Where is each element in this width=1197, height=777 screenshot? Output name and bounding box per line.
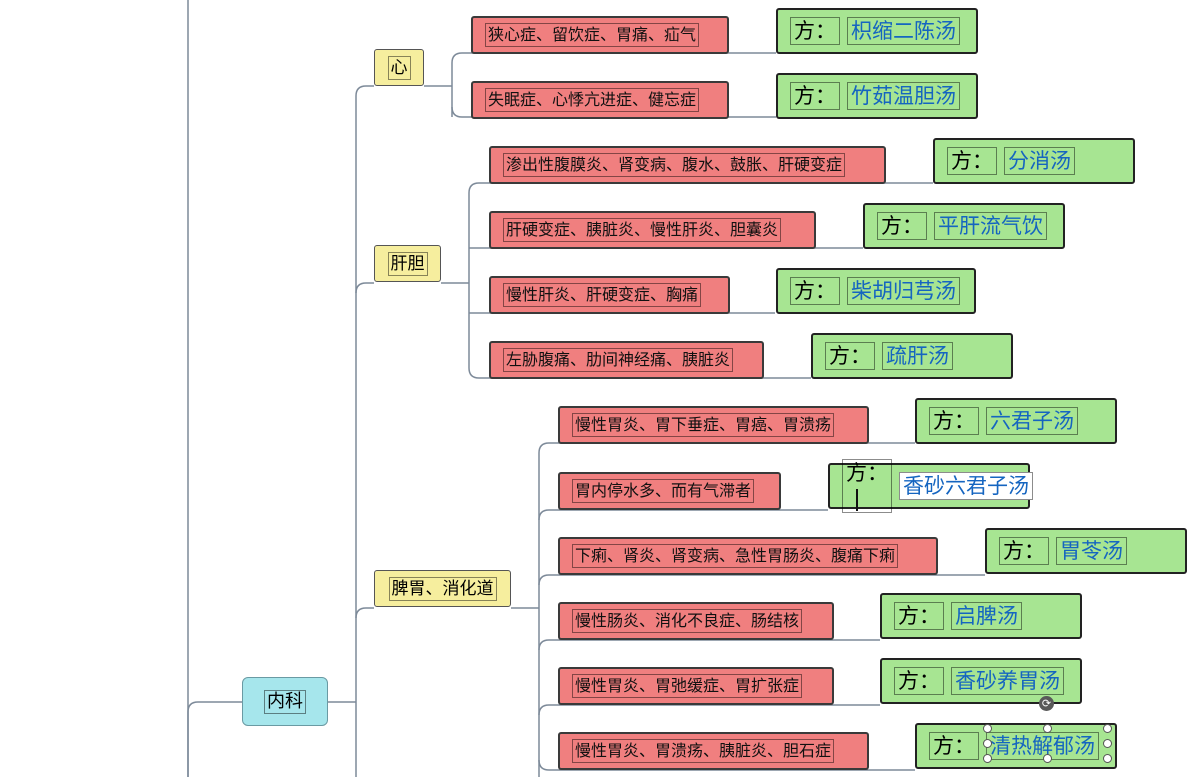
symptom-node[interactable]: 左胁腹痛、肋间神经痛、胰脏炎 bbox=[489, 341, 764, 379]
symptom-label: 慢性肝炎、肝硬变症、胸痛 bbox=[503, 283, 702, 307]
formula-prefix: 方： bbox=[790, 277, 840, 305]
symptom-label: 失眠症、心悸亢进症、健忘症 bbox=[485, 88, 700, 112]
category-label: 心 bbox=[387, 55, 411, 80]
formula-name: 竹茹温胆汤 bbox=[847, 82, 960, 110]
resize-handle[interactable] bbox=[1103, 724, 1112, 733]
resize-handle[interactable] bbox=[1103, 754, 1112, 763]
formula-name: 胃苓汤 bbox=[1056, 537, 1127, 565]
formula-node[interactable]: 方： 竹茹温胆汤 bbox=[776, 73, 978, 119]
formula-node[interactable]: 方： 启脾汤 bbox=[880, 593, 1082, 639]
formula-prefix: 方： bbox=[999, 537, 1049, 565]
symptom-node[interactable]: 慢性肝炎、肝硬变症、胸痛 bbox=[489, 276, 730, 314]
formula-node[interactable]: 方： 香砂六君子汤 bbox=[828, 459, 1033, 513]
category-node-spleen-stomach[interactable]: 脾胃、消化道 bbox=[374, 570, 511, 607]
formula-name: 柴胡归芎汤 bbox=[847, 277, 960, 305]
symptom-label: 下痢、肾炎、肾变病、急性胃肠炎、腹痛下痢 bbox=[572, 544, 899, 568]
formula-prefix: 方： bbox=[894, 602, 944, 630]
symptom-node[interactable]: 慢性胃炎、胃弛缓症、胃扩张症 bbox=[558, 667, 834, 705]
symptom-label: 慢性胃炎、胃下垂症、胃癌、胃溃疡 bbox=[572, 413, 835, 437]
formula-prefix: 方： bbox=[929, 732, 979, 760]
resize-handle[interactable] bbox=[1103, 739, 1112, 748]
resize-handle[interactable] bbox=[983, 739, 992, 748]
root-node-internal-medicine[interactable]: 内科 bbox=[242, 677, 328, 726]
symptom-node[interactable]: 慢性胃炎、胃下垂症、胃癌、胃溃疡 bbox=[558, 406, 869, 444]
rotate-icon[interactable]: ⟳ bbox=[1039, 696, 1054, 711]
symptom-label: 慢性胃炎、胃弛缓症、胃扩张症 bbox=[572, 674, 803, 698]
formula-prefix: 方： bbox=[877, 212, 927, 240]
formula-name: 平肝流气饮 bbox=[934, 212, 1047, 240]
resize-handle[interactable] bbox=[1043, 724, 1052, 733]
formula-node[interactable]: 方： 柴胡归芎汤 bbox=[776, 268, 976, 314]
formula-name: 香砂养胃汤 bbox=[951, 667, 1064, 695]
formula-node[interactable]: 方： 胃苓汤 bbox=[985, 528, 1187, 574]
text-cursor bbox=[856, 489, 858, 511]
formula-prefix: 方： bbox=[790, 82, 840, 110]
formula-node[interactable]: 方： 六君子汤 bbox=[915, 398, 1117, 444]
formula-node-selected[interactable]: 方： 清热解郁汤 bbox=[915, 723, 1117, 769]
formula-node[interactable]: 方： 平肝流气饮 bbox=[863, 203, 1065, 249]
resize-handle[interactable] bbox=[983, 754, 992, 763]
symptom-node[interactable]: 失眠症、心悸亢进症、健忘症 bbox=[471, 81, 729, 119]
symptom-label: 慢性肠炎、消化不良症、肠结核 bbox=[572, 609, 803, 633]
resize-handle[interactable] bbox=[983, 724, 992, 733]
formula-node[interactable]: 方： 枳缩二陈汤 bbox=[776, 8, 978, 54]
category-node-liver-gallbladder[interactable]: 肝胆 bbox=[374, 245, 441, 282]
formula-prefix-text: 方： bbox=[846, 461, 888, 485]
formula-prefix: 方： bbox=[842, 459, 892, 513]
formula-node[interactable]: 方： 分消汤 bbox=[933, 138, 1135, 184]
selection-frame bbox=[983, 724, 1112, 763]
formula-prefix: 方： bbox=[790, 17, 840, 45]
formula-prefix: 方： bbox=[825, 342, 875, 370]
symptom-label: 肝硬变症、胰脏炎、慢性肝炎、胆囊炎 bbox=[503, 218, 782, 242]
formula-name: 六君子汤 bbox=[986, 407, 1078, 435]
symptom-label: 慢性胃炎、胃溃疡、胰脏炎、胆石症 bbox=[572, 739, 835, 763]
formula-prefix: 方： bbox=[929, 407, 979, 435]
category-label: 脾胃、消化道 bbox=[388, 576, 497, 601]
symptom-label: 左胁腹痛、肋间神经痛、胰脏炎 bbox=[503, 348, 734, 372]
root-node-label: 内科 bbox=[264, 689, 306, 714]
symptom-label: 狭心症、留饮症、胃痛、疝气 bbox=[485, 23, 700, 47]
resize-handle[interactable] bbox=[1043, 754, 1052, 763]
category-node-heart[interactable]: 心 bbox=[374, 49, 424, 86]
symptom-label: 胃内停水多、而有气滞者 bbox=[572, 479, 755, 503]
category-label: 肝胆 bbox=[387, 251, 428, 276]
symptom-node[interactable]: 胃内停水多、而有气滞者 bbox=[558, 472, 781, 510]
formula-name: 疏肝汤 bbox=[882, 342, 953, 370]
formula-node[interactable]: 方： 疏肝汤 bbox=[811, 333, 1013, 379]
formula-name: 香砂六君子汤 bbox=[899, 472, 1033, 500]
symptom-node[interactable]: 下痢、肾炎、肾变病、急性胃肠炎、腹痛下痢 bbox=[558, 537, 938, 575]
symptom-node[interactable]: 慢性肠炎、消化不良症、肠结核 bbox=[558, 602, 834, 640]
symptom-node[interactable]: 肝硬变症、胰脏炎、慢性肝炎、胆囊炎 bbox=[489, 211, 816, 249]
formula-name: 启脾汤 bbox=[951, 602, 1022, 630]
symptom-node[interactable]: 渗出性腹膜炎、肾变病、腹水、鼓胀、肝硬变症 bbox=[489, 146, 886, 184]
formula-prefix: 方： bbox=[894, 667, 944, 695]
formula-prefix: 方： bbox=[947, 147, 997, 175]
formula-name: 分消汤 bbox=[1004, 147, 1075, 175]
symptom-node[interactable]: 慢性胃炎、胃溃疡、胰脏炎、胆石症 bbox=[558, 732, 869, 770]
symptom-label: 渗出性腹膜炎、肾变病、腹水、鼓胀、肝硬变症 bbox=[503, 153, 846, 177]
formula-name: 枳缩二陈汤 bbox=[847, 17, 960, 45]
symptom-node[interactable]: 狭心症、留饮症、胃痛、疝气 bbox=[471, 16, 729, 54]
